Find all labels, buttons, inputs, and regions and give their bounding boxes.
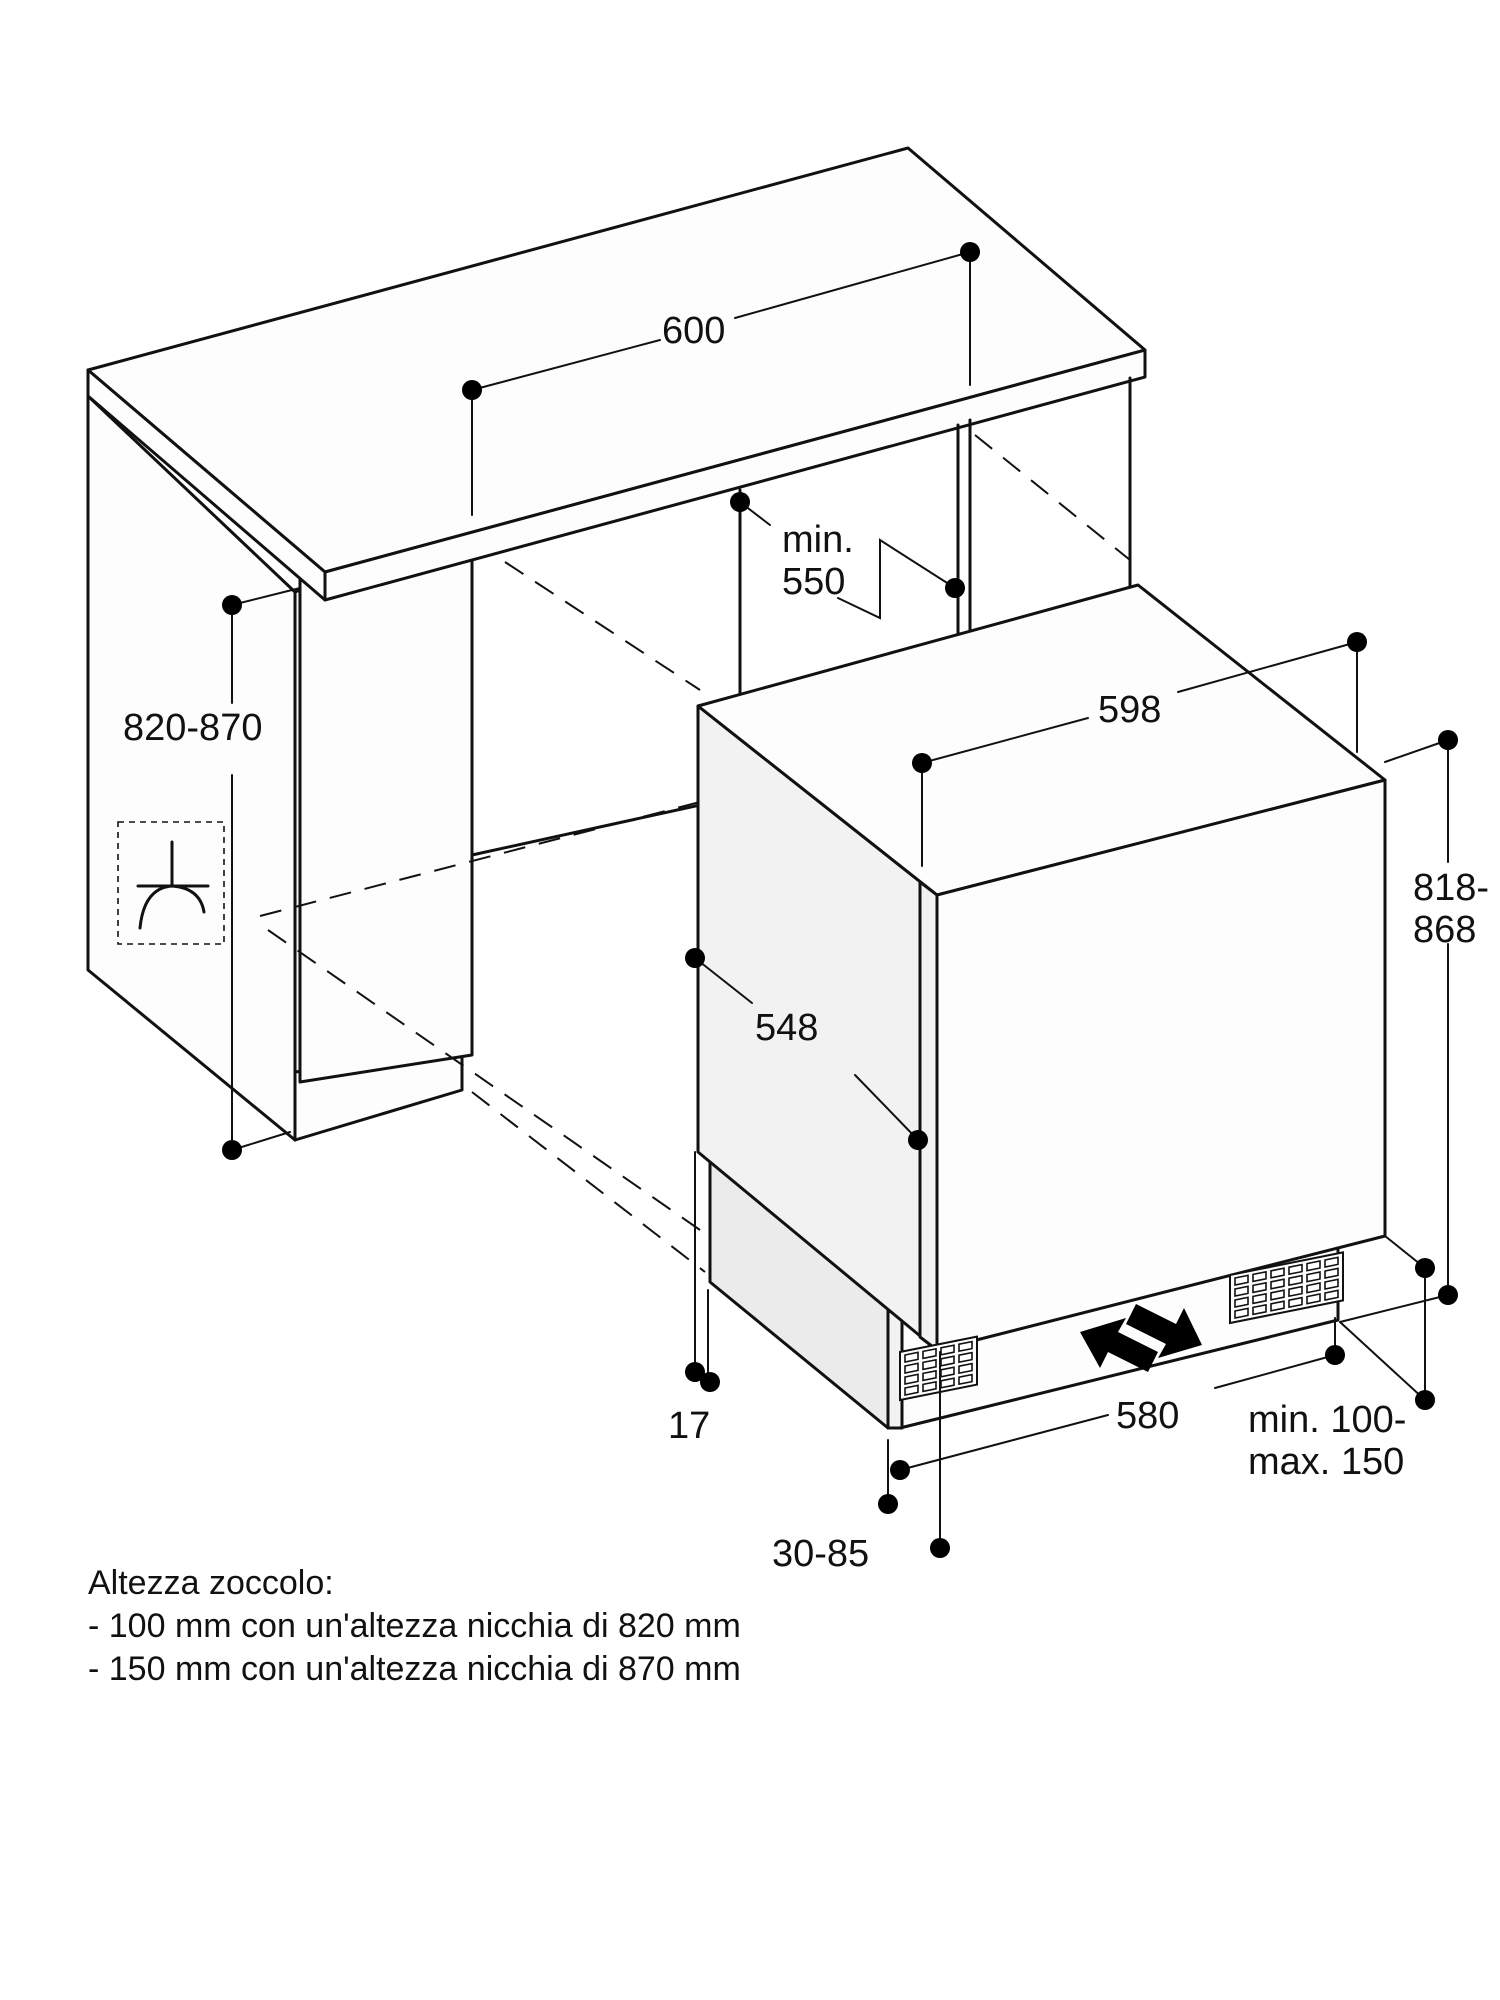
plinth-height-note: Altezza zoccolo: - 100 mm con un'altezza… [88, 1564, 741, 1688]
grille-slot [1288, 1285, 1303, 1298]
dim-plinth-setback: 30-85 [772, 1533, 869, 1575]
grille-slot [1252, 1292, 1267, 1305]
dimension-labels: 600 min. 550 820-870 598 818- 868 548 17… [123, 310, 1489, 1575]
airflow-in-arrow-icon [1080, 1318, 1158, 1372]
dim-countertop-width: 600 [662, 310, 725, 352]
grille-slot [1324, 1256, 1339, 1268]
grille-slot [1306, 1293, 1321, 1305]
dim-plinth-height-line1: min. 100- [1248, 1399, 1406, 1441]
dim-appliance-depth: 548 [755, 1007, 818, 1049]
grille-slot [904, 1362, 919, 1374]
grille-slot [958, 1340, 973, 1353]
dimension-lines [222, 242, 1458, 1558]
grille-slot [958, 1362, 973, 1375]
dim-plinth-depth: 580 [1116, 1395, 1179, 1437]
grille-slot [1234, 1307, 1249, 1319]
grille-slot [1306, 1271, 1321, 1283]
grille-slot [1324, 1267, 1339, 1279]
grille-slot [904, 1351, 919, 1363]
grille-slot [1288, 1263, 1303, 1276]
dim-appliance-height-line1: 818- [1413, 867, 1489, 909]
cabinet-middle-panel [298, 525, 474, 1084]
grille-slot [922, 1347, 937, 1360]
socket-icon [117, 821, 225, 945]
grille-slot [1306, 1282, 1321, 1294]
grille-slot [1306, 1260, 1321, 1272]
countertop-left-edge [86, 368, 327, 602]
grille-slot [1234, 1274, 1249, 1286]
grille-slot [904, 1384, 919, 1396]
note-title: Altezza zoccolo: [88, 1564, 334, 1602]
grille-slot [1270, 1300, 1285, 1312]
dim-niche-depth-line2: 550 [782, 561, 845, 603]
grille-slot [922, 1369, 937, 1382]
grille-slot [1288, 1274, 1303, 1287]
ventilation-grille-icon [1229, 1251, 1344, 1325]
grille-slot [1324, 1278, 1339, 1290]
grille-slot [1234, 1285, 1249, 1297]
grille-slot [904, 1373, 919, 1385]
grille-slot [1324, 1289, 1339, 1301]
grille-slot [958, 1373, 973, 1386]
dim-plinth-height-line2: max. 150 [1248, 1441, 1404, 1483]
grille-slot [1252, 1281, 1267, 1294]
note-line: - 100 mm con un'altezza nicchia di 820 m… [88, 1607, 741, 1645]
dim-niche-height: 820-870 [123, 707, 262, 749]
note-line: - 150 mm con un'altezza nicchia di 870 m… [88, 1650, 741, 1688]
grille-slot [922, 1358, 937, 1371]
dim-appliance-width: 598 [1098, 689, 1161, 731]
grille-slot [1270, 1278, 1285, 1290]
kitchen-cabinet [86, 146, 1147, 1142]
dim-appliance-height-line2: 868 [1413, 909, 1476, 951]
grille-slot [922, 1380, 937, 1393]
grille-slot [1270, 1289, 1285, 1301]
grille-slot [1234, 1296, 1249, 1308]
grille-slot [1270, 1267, 1285, 1279]
niche-outline-dashed [259, 434, 1131, 1273]
grille-slot [1288, 1296, 1303, 1309]
dim-niche-depth-line1: min. [782, 519, 854, 561]
dim-door-offset: 17 [668, 1405, 710, 1447]
ventilation-grille-icon [899, 1335, 978, 1402]
grille-slot [1252, 1270, 1267, 1283]
grille-slot [958, 1351, 973, 1364]
grille-slot [1252, 1303, 1267, 1316]
airflow-out-arrow-icon [1126, 1304, 1202, 1358]
